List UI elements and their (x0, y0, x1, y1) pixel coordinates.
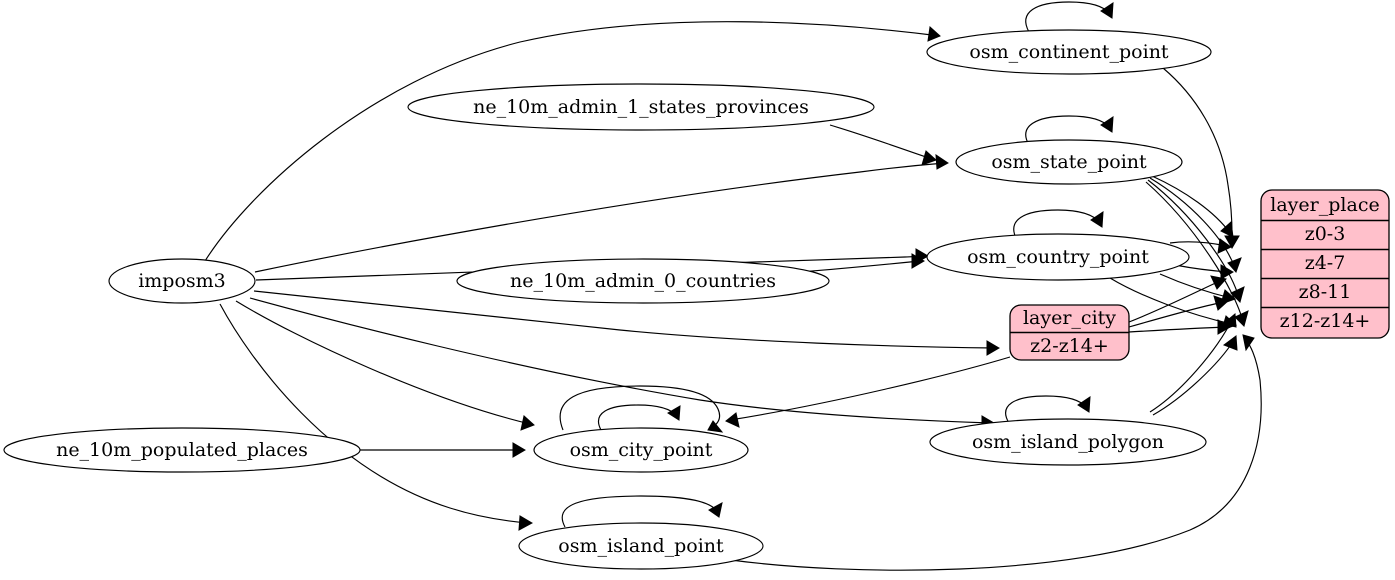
edge-layer-city-to-layer-place-z12-z14 (1128, 319, 1231, 335)
edge-self-outer-osm-city-point (559, 385, 724, 433)
node-ne-countries-label: ne_10m_admin_0_countries (510, 270, 776, 292)
node-imposm3-label: imposm3 (138, 270, 226, 292)
node-osm-island-point[interactable]: osm_island_point (518, 522, 764, 570)
layer-place-row-z12-z14: z12-z14+ (1280, 310, 1371, 332)
node-ne-states-label: ne_10m_admin_1_states_provinces (473, 96, 809, 118)
node-layer: imposm3 ne_10m_admin_1_states_provinces … (3, 29, 1212, 570)
edge-self-osm-island-point (561, 495, 723, 528)
node-layer-place[interactable]: layer_place z0-3 z4-7 z8-11 z12-z14+ (1260, 189, 1390, 339)
node-osm-state-point-label: osm_state_point (991, 151, 1147, 173)
layer-place-row-z4-7: z4-7 (1305, 252, 1346, 274)
layer-place-row-z0-3: z0-3 (1305, 223, 1346, 245)
node-osm-island-point-label: osm_island_point (558, 535, 724, 557)
edge-imposm3-to-osm-island-polygon (249, 297, 995, 431)
edge-osm-island-polygon-to-layer-place-z8-11 (1149, 312, 1237, 413)
edge-imposm3-to-osm-state-point (254, 154, 949, 273)
layer-city-title: layer_city (1023, 307, 1116, 329)
edge-osm-state-point-to-layer-place-z12-z14 (1145, 181, 1249, 327)
layer-city-row-z2-z14: z2-z14+ (1030, 335, 1109, 357)
edge-imposm3-to-osm-island-point (219, 303, 534, 531)
node-ne-populated-label: ne_10m_populated_places (56, 439, 308, 461)
node-osm-continent-point[interactable]: osm_continent_point (926, 29, 1212, 75)
edge-self-osm-state-point (1025, 115, 1114, 146)
layer-place-row-z8-11: z8-11 (1299, 281, 1352, 303)
node-osm-country-point-label: osm_country_point (967, 246, 1149, 268)
edge-imposm3-to-osm-continent-point (204, 21, 941, 262)
edge-self-osm-island-polygon (1005, 395, 1091, 424)
edge-osm-state-point-to-layer-place-z0-3 (1151, 175, 1234, 238)
edge-ne-states-to-osm-state-point (829, 124, 937, 166)
edge-self-inner-osm-city-point (598, 404, 681, 431)
node-ne-10m-populated-places[interactable]: ne_10m_populated_places (3, 427, 361, 473)
edge-layer-city-to-layer-place-z8-11 (1128, 295, 1229, 328)
node-osm-city-point[interactable]: osm_city_point (533, 427, 749, 473)
edge-ne-countries-to-osm-country-point (799, 253, 925, 273)
edge-osm-island-polygon-to-layer-place-z12-z14 (1152, 335, 1238, 416)
node-osm-island-polygon[interactable]: osm_island_polygon (929, 418, 1207, 466)
node-osm-state-point[interactable]: osm_state_point (955, 139, 1183, 185)
node-osm-island-polygon-label: osm_island_polygon (972, 431, 1164, 453)
edge-osm-island-point-to-layer-place-z12-z14 (730, 334, 1262, 571)
layer-place-box (1260, 189, 1390, 339)
edge-layer-city-to-osm-city-point (725, 356, 1011, 428)
edge-osm-state-point-to-layer-place-z4-7 (1149, 177, 1242, 273)
node-imposm3[interactable]: imposm3 (108, 258, 256, 304)
edge-imposm3-to-osm-city-point (235, 300, 535, 431)
edge-osm-country-point-to-layer-place-z0-3 (1169, 238, 1232, 254)
edge-osm-country-point-to-layer-place-z4-7 (1174, 264, 1234, 280)
node-osm-city-point-label: osm_city_point (570, 439, 713, 461)
edge-osm-state-point-to-layer-place-z8-11 (1147, 179, 1245, 303)
edge-layer (204, 1, 1262, 571)
layer-place-title: layer_place (1270, 194, 1379, 216)
edge-layer-city-to-layer-place-z4-7 (1128, 275, 1227, 323)
edge-imposm3-to-layer-city (253, 290, 1000, 356)
edge-self-osm-continent-point (1025, 1, 1114, 33)
node-layer-city[interactable]: layer_city z2-z14+ (1009, 304, 1130, 361)
edge-self-osm-country-point (1013, 209, 1104, 241)
node-ne-10m-admin-1-states-provinces[interactable]: ne_10m_admin_1_states_provinces (407, 83, 875, 131)
node-ne-10m-admin-0-countries[interactable]: ne_10m_admin_0_countries (456, 258, 830, 304)
edge-ne-populated-to-osm-city-point (360, 442, 526, 458)
node-osm-country-point[interactable]: osm_country_point (926, 233, 1190, 281)
node-osm-continent-point-label: osm_continent_point (969, 41, 1169, 63)
